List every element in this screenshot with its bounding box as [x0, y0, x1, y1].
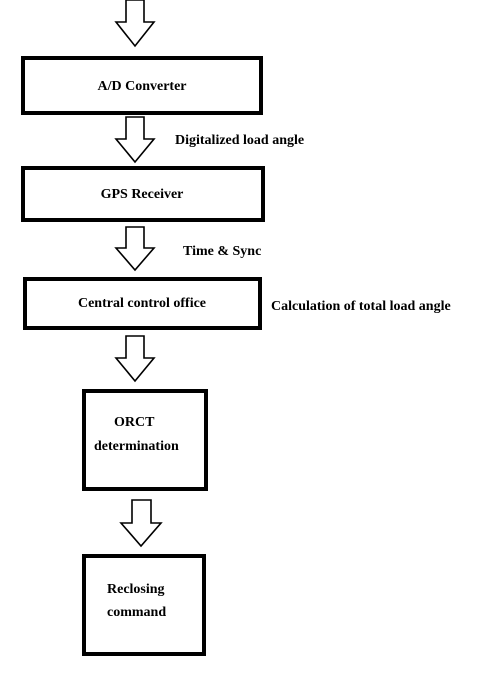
flow-arrow-down [114, 335, 156, 383]
orct-determination-label-line1: ORCT [114, 415, 155, 430]
flow-arrow-down [114, 116, 156, 164]
reclosing-command-label-line2: command [107, 605, 166, 620]
orct-determination-box [82, 389, 208, 491]
central-control-office-label: Central control office [78, 296, 206, 311]
ad-converter-box [21, 56, 263, 115]
flow-arrow-down [114, 226, 156, 272]
gps-receiver-label: GPS Receiver [101, 187, 184, 202]
gps-receiver-box [21, 166, 265, 222]
flow-arrow-down [119, 499, 163, 548]
flow-arrow-down [114, 0, 156, 48]
reclosing-command-box [82, 554, 206, 656]
reclosing-command-label-line1: Reclosing [107, 582, 165, 597]
total-load-angle-annotation: Calculation of total load angle [271, 299, 451, 314]
orct-determination-label-line2: determination [94, 439, 179, 454]
central-control-office-box [23, 277, 262, 330]
time-sync-annotation: Time & Sync [183, 244, 261, 259]
ad-converter-label: A/D Converter [97, 79, 186, 94]
digitalized-load-angle-annotation: Digitalized load angle [175, 133, 304, 148]
